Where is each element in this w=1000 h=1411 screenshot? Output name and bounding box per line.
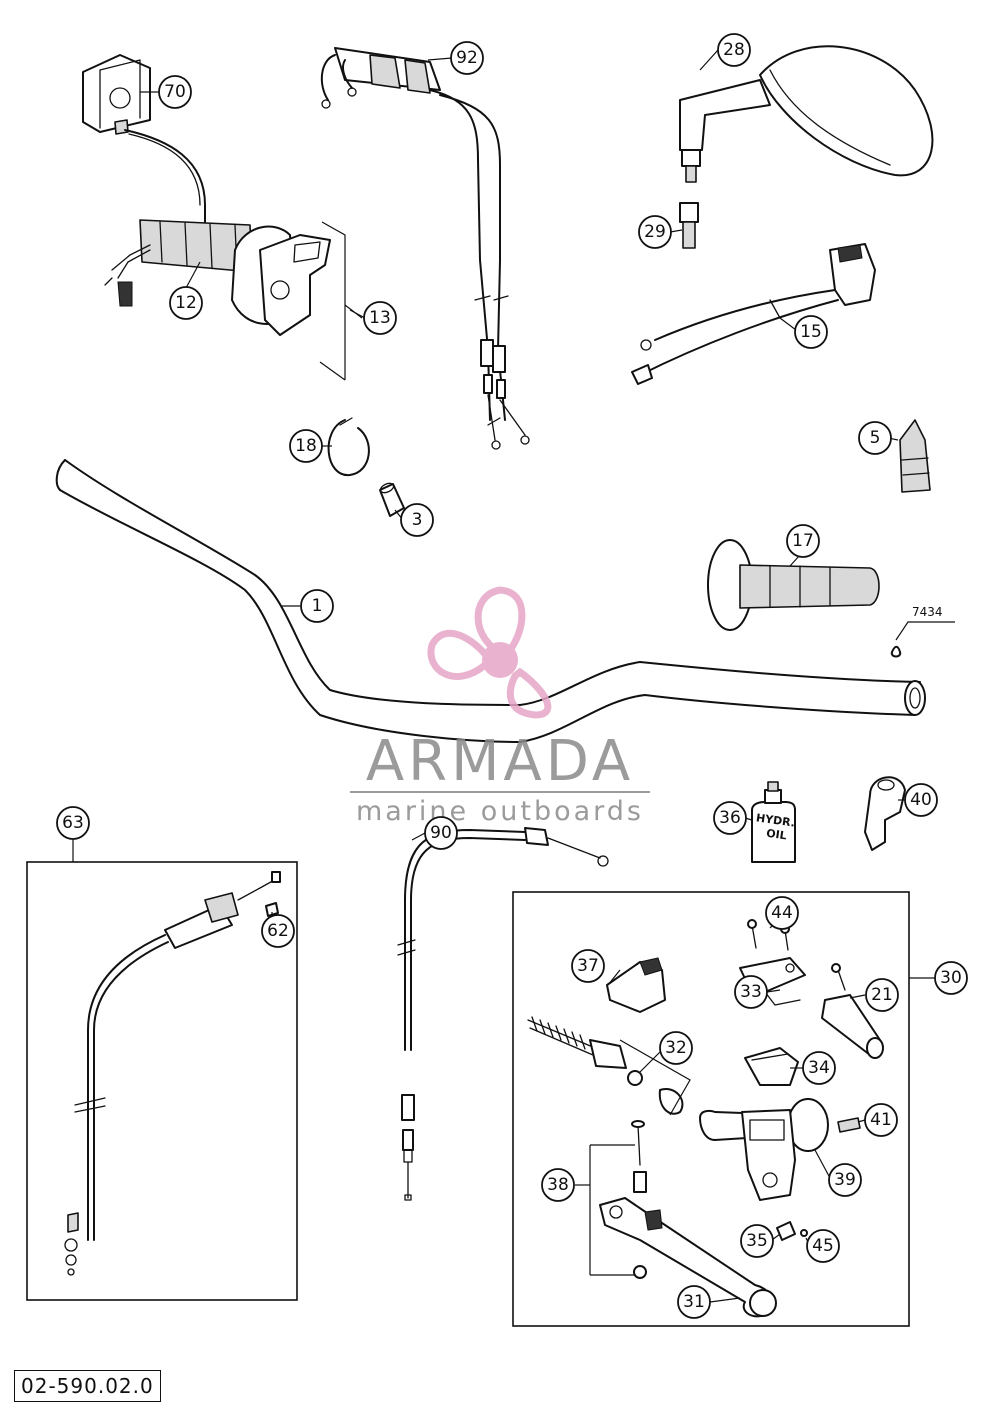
svg-text:41: 41 xyxy=(870,1110,892,1130)
svg-text:12: 12 xyxy=(175,293,197,313)
callout-44: 44 xyxy=(765,896,799,930)
svg-text:30: 30 xyxy=(940,968,962,988)
callout-30: 30 xyxy=(934,961,968,995)
part-92-throttle-cables xyxy=(320,47,530,450)
part-18-clamp xyxy=(327,417,370,477)
callout-70: 70 xyxy=(158,75,192,109)
part-29-mirror-adapter xyxy=(679,202,699,249)
watermark-tagline: marine outboards xyxy=(356,796,644,827)
part-17-grip xyxy=(707,539,880,631)
svg-text:28: 28 xyxy=(723,40,745,60)
svg-text:44: 44 xyxy=(771,903,793,923)
svg-text:5: 5 xyxy=(870,428,881,448)
oil-bottle-label-line2: OIL xyxy=(765,827,787,843)
svg-text:31: 31 xyxy=(683,1292,705,1312)
loctite-code: 7434 xyxy=(912,605,943,619)
svg-text:35: 35 xyxy=(746,1231,768,1251)
svg-text:39: 39 xyxy=(834,1170,856,1190)
callout-36: 36 xyxy=(713,801,747,835)
callout-3: 3 xyxy=(400,503,434,537)
callout-29: 29 xyxy=(638,215,672,249)
callout-90: 90 xyxy=(424,816,458,850)
svg-text:62: 62 xyxy=(267,921,289,941)
callout-13: 13 xyxy=(363,301,397,335)
callout-21: 21 xyxy=(865,978,899,1012)
assembly-30-box xyxy=(512,891,935,1327)
svg-text:17: 17 xyxy=(792,531,814,551)
svg-text:33: 33 xyxy=(740,982,762,1002)
assembly-63-box xyxy=(26,839,298,1301)
callouts-layer: 70 92 28 29 12 13 15 18 3 5 17 1 63 90 3… xyxy=(56,33,968,1319)
svg-text:92: 92 xyxy=(456,48,478,68)
svg-text:40: 40 xyxy=(910,790,932,810)
callout-92: 92 xyxy=(450,41,484,75)
part-1-handlebar xyxy=(55,459,926,743)
armada-watermark: ARMADA marine outboards xyxy=(350,586,650,827)
callout-62: 62 xyxy=(261,914,295,948)
callout-28: 28 xyxy=(717,33,751,67)
svg-text:70: 70 xyxy=(164,82,186,102)
svg-text:18: 18 xyxy=(295,436,317,456)
svg-text:63: 63 xyxy=(62,813,84,833)
part-28-mirror xyxy=(679,45,934,183)
oil-bottle-label-line1: HYDR. xyxy=(755,811,796,829)
callout-33: 33 xyxy=(734,975,768,1009)
callout-38: 38 xyxy=(541,1168,575,1202)
svg-text:36: 36 xyxy=(719,808,741,828)
svg-text:13: 13 xyxy=(369,308,391,328)
svg-text:1: 1 xyxy=(312,596,323,616)
svg-text:15: 15 xyxy=(800,322,822,342)
callout-40: 40 xyxy=(904,783,938,817)
callout-12: 12 xyxy=(169,286,203,320)
callout-41: 41 xyxy=(864,1103,898,1137)
part-36-oil-bottle: HYDR. OIL xyxy=(751,781,796,863)
callout-39: 39 xyxy=(828,1163,862,1197)
svg-text:90: 90 xyxy=(430,823,452,843)
part-70-switch-housing xyxy=(82,54,206,226)
callout-15: 15 xyxy=(794,315,828,349)
svg-text:21: 21 xyxy=(871,985,893,1005)
propeller-logo xyxy=(427,586,552,719)
callout-63: 63 xyxy=(56,806,90,840)
part-90-clutch-cable xyxy=(397,827,609,1201)
part-15-kill-switch xyxy=(631,243,876,385)
svg-text:37: 37 xyxy=(577,956,599,976)
svg-text:29: 29 xyxy=(644,222,666,242)
part-40-clamp xyxy=(864,776,906,851)
svg-text:34: 34 xyxy=(808,1058,830,1078)
callout-17: 17 xyxy=(786,524,820,558)
svg-text:3: 3 xyxy=(412,510,423,530)
svg-text:38: 38 xyxy=(547,1175,569,1195)
callout-34: 34 xyxy=(802,1051,836,1085)
part-3-sleeve xyxy=(379,482,405,517)
callout-1: 1 xyxy=(300,589,334,623)
loctite-7434-marker: 7434 xyxy=(890,605,955,658)
watermark-brand: ARMADA xyxy=(366,729,634,794)
callout-35: 35 xyxy=(740,1224,774,1258)
part-5-adhesive-tube xyxy=(899,419,931,493)
svg-text:32: 32 xyxy=(665,1038,687,1058)
part-12-throttle-grip xyxy=(104,219,331,336)
callout-18: 18 xyxy=(289,429,323,463)
svg-text:45: 45 xyxy=(812,1236,834,1256)
callout-leaders xyxy=(140,49,905,1303)
callout-5: 5 xyxy=(858,421,892,455)
drawing-number: 02-590.02.0 xyxy=(14,1370,161,1402)
callout-31: 31 xyxy=(677,1285,711,1319)
callout-32: 32 xyxy=(659,1031,693,1065)
callout-45: 45 xyxy=(806,1229,840,1263)
callout-37: 37 xyxy=(571,949,605,983)
